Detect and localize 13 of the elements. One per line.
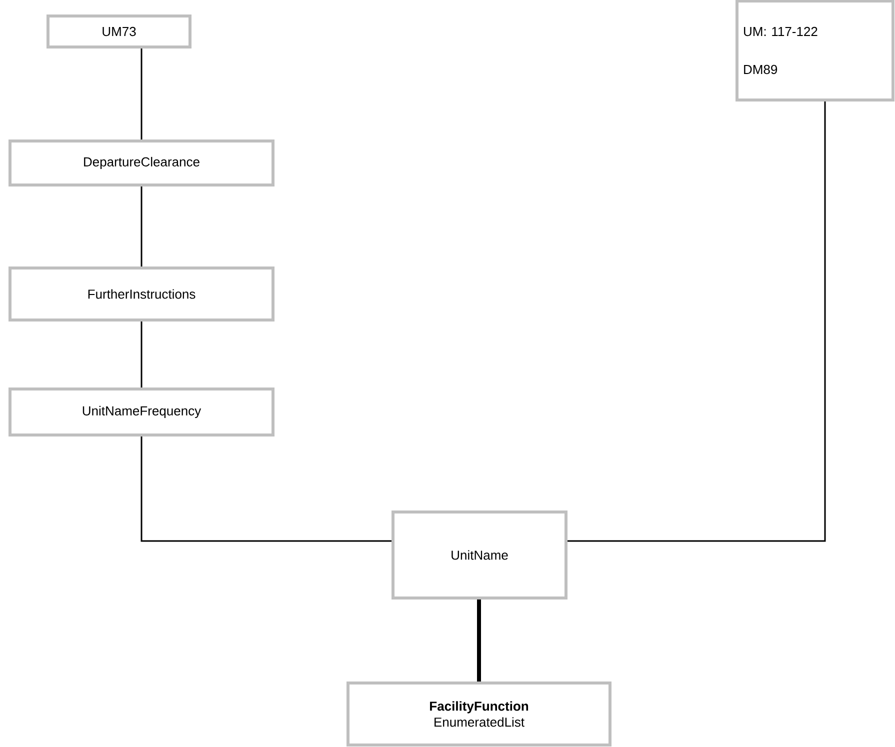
element-box: DepartureClearance — [8, 140, 274, 186]
message-box: UM73 — [46, 14, 192, 48]
element-box: UnitNameFrequency — [8, 388, 274, 436]
connector-line — [140, 436, 392, 542]
connector-line — [140, 186, 142, 266]
connector-line — [140, 48, 142, 140]
connector-line — [568, 102, 826, 542]
connector-line — [477, 599, 481, 682]
connector-line — [140, 321, 142, 388]
data-type-box: FacilityFunction EnumeratedList — [346, 681, 612, 746]
element-box: FurtherInstructions — [8, 266, 274, 322]
element-box: UnitName — [392, 510, 568, 600]
reference-box: UM: 117-122 DM89 — [736, 0, 894, 102]
